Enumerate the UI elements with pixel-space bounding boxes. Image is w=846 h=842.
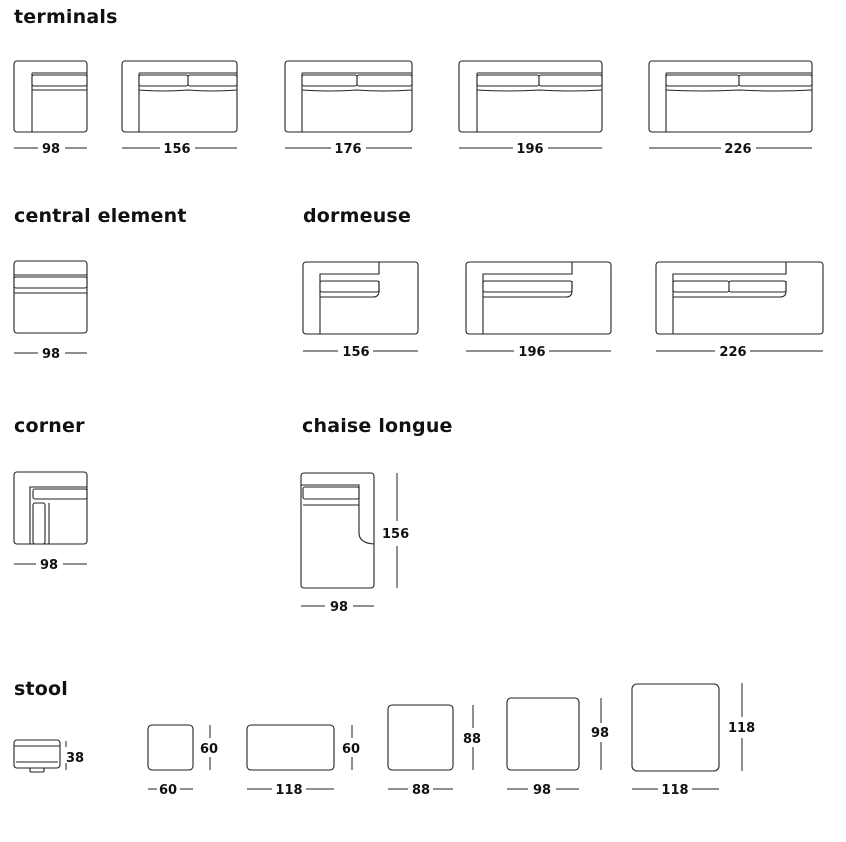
dim-label: 226	[724, 142, 751, 157]
section-title-central-element: central element	[14, 205, 187, 227]
dim-label: 196	[518, 345, 545, 360]
dormeuse-156	[302, 261, 419, 335]
dim-label: 196	[516, 142, 543, 157]
section-title-stool: stool	[14, 678, 69, 700]
central-element-dimensions: 98	[14, 347, 87, 362]
dim-label: 118	[728, 721, 755, 736]
dim-label: 88	[412, 783, 430, 798]
dormeuse-226	[655, 261, 824, 335]
dim-label: 226	[719, 345, 746, 360]
dim-label: 98	[42, 142, 60, 157]
stool-60x60: 60 60	[147, 724, 218, 798]
dim-label: 98	[591, 726, 609, 741]
dim-label: 98	[330, 600, 348, 615]
dim-label: 156	[382, 527, 409, 542]
section-title-terminals: terminals	[14, 6, 118, 28]
dim-label: 38	[66, 751, 84, 766]
section-title-chaise-longue: chaise longue	[302, 415, 453, 437]
dim-label: 98	[42, 347, 60, 362]
chaise-longue	[300, 472, 375, 589]
terminal-dimensions: 98 156 176 196 226	[14, 142, 812, 157]
chaise-longue-dimensions: 98 156	[301, 473, 409, 615]
dim-label: 60	[159, 783, 177, 798]
stool-118x60: 118 60	[246, 724, 360, 798]
stool-side-view: 38	[13, 739, 84, 773]
stool-98x98: 98 98	[506, 697, 609, 798]
dim-label: 156	[342, 345, 369, 360]
section-title-dormeuse: dormeuse	[303, 205, 412, 227]
corner-98	[13, 471, 88, 545]
dim-label: 156	[163, 142, 190, 157]
dim-label: 98	[40, 558, 58, 573]
dormeuse-dimensions: 156 196 226	[303, 345, 823, 360]
dim-label: 118	[275, 783, 302, 798]
terminal-176	[284, 60, 413, 133]
stool-88x88: 88 88	[387, 704, 481, 798]
terminal-196	[458, 60, 603, 133]
terminal-226	[648, 60, 813, 133]
terminal-156	[121, 60, 238, 133]
dim-label: 118	[661, 783, 688, 798]
corner-dimensions: 98	[14, 558, 87, 573]
central-element-98	[13, 260, 88, 334]
dim-label: 60	[342, 742, 360, 757]
terminal-98	[13, 60, 88, 133]
dim-label: 88	[463, 732, 481, 747]
dormeuse-196	[465, 261, 612, 335]
section-title-corner: corner	[14, 415, 85, 437]
dim-label: 176	[334, 142, 361, 157]
dim-label: 98	[533, 783, 551, 798]
stool-118x118: 118 118	[631, 683, 755, 798]
dim-label: 60	[200, 742, 218, 757]
